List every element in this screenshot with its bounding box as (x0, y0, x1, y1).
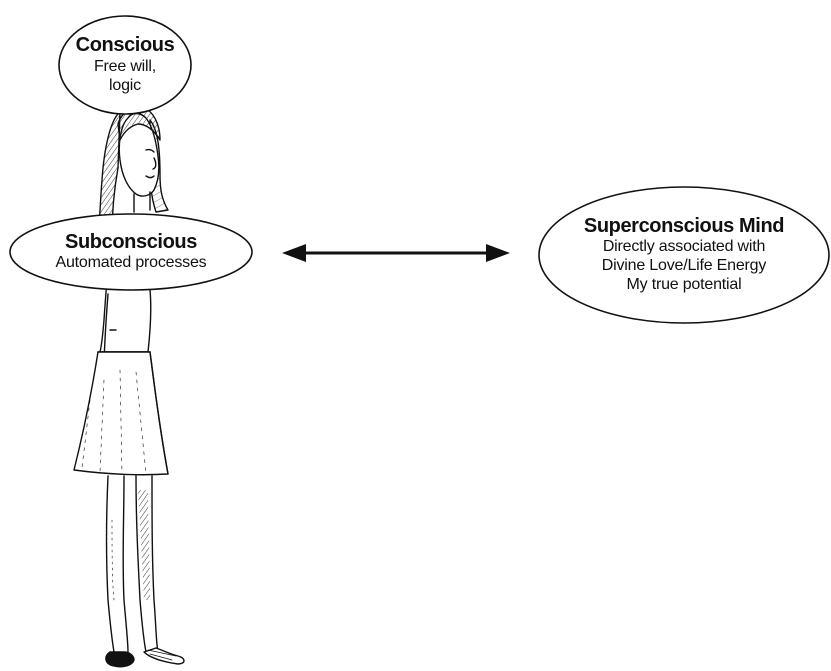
conscious-line-2: logic (109, 76, 141, 94)
subconscious-bubble: Subconscious Automated processes (9, 212, 253, 292)
conscious-bubble-outline (58, 15, 192, 115)
subconscious-bubble-outline (9, 213, 253, 291)
double-arrow-connector (282, 244, 510, 262)
superconscious-bubble-outline (538, 186, 830, 324)
superconscious-bubble: Superconscious Mind Directly associated … (538, 186, 830, 324)
superconscious-line-3: My true potential (626, 276, 742, 294)
conscious-bubble: Conscious Free will, logic (58, 15, 192, 115)
subconscious-line-1: Automated processes (55, 254, 207, 272)
conscious-title: Conscious (75, 34, 175, 57)
arrowhead-right-icon (486, 244, 510, 262)
woman-figure-illustration (73, 106, 185, 668)
superconscious-line-1: Directly associated with (602, 238, 766, 256)
conscious-line-1: Free will, (93, 57, 156, 75)
superconscious-line-2: Divine Love/Life Energy (601, 257, 767, 275)
subconscious-title: Subconscious (65, 230, 197, 253)
arrowhead-left-icon (282, 244, 306, 262)
superconscious-title: Superconscious Mind (583, 214, 785, 237)
